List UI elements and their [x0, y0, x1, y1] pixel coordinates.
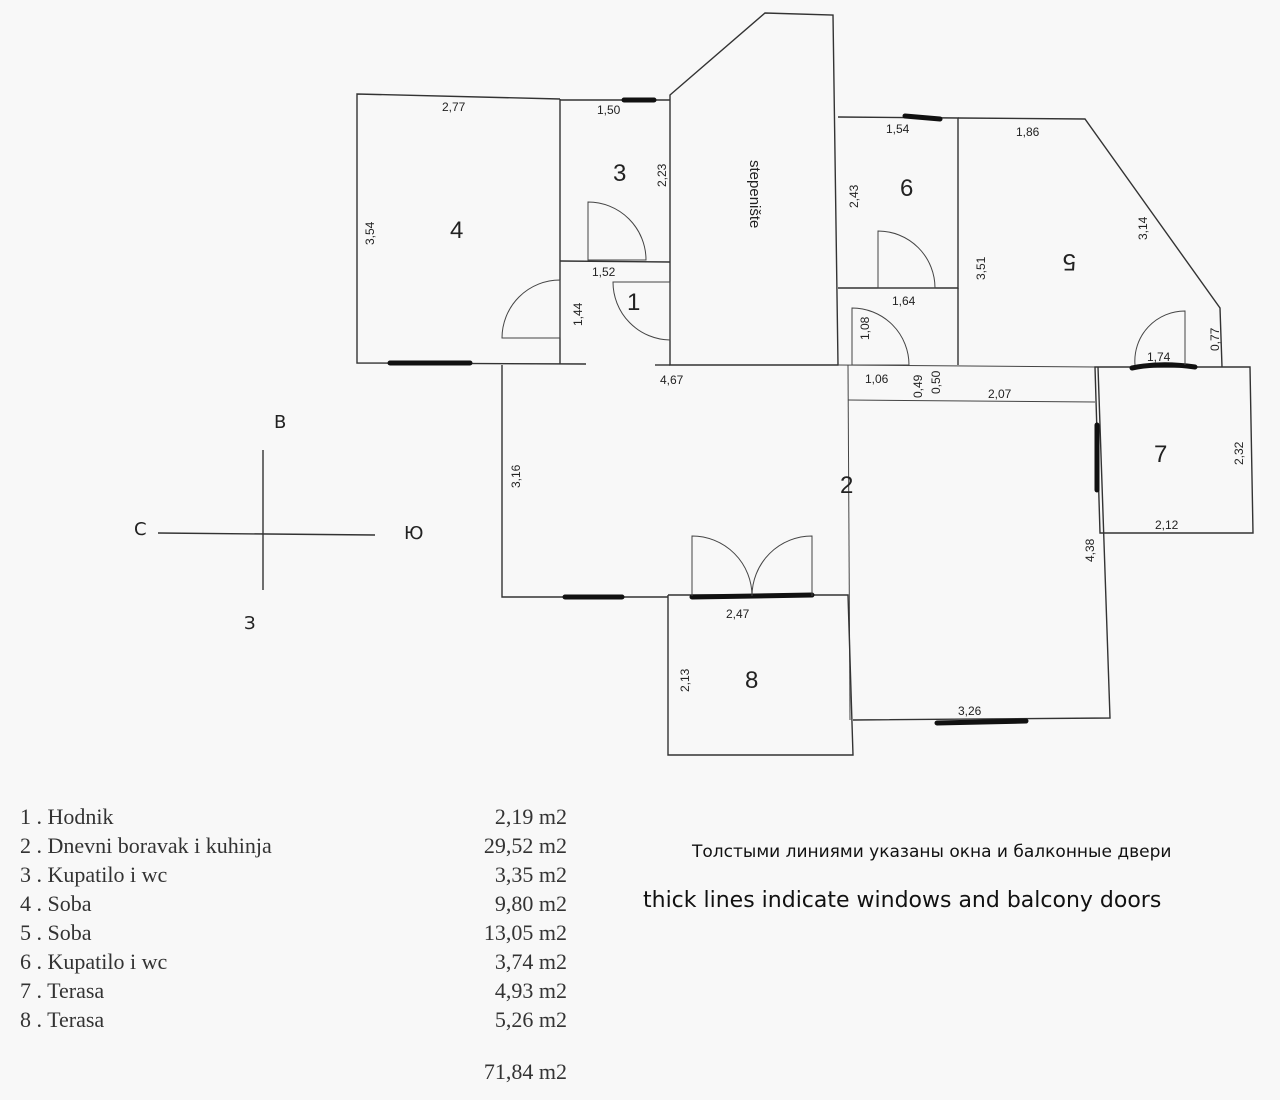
room-1-number: 1: [627, 289, 640, 316]
compass-north: В: [274, 412, 286, 433]
legend-row: 1 . Hodnik 2,19 m2: [20, 802, 567, 831]
room-4-number: 4: [450, 217, 463, 244]
door-room-5: [1134, 310, 1186, 366]
dim: 1,74: [1147, 350, 1171, 364]
dim: 3,54: [363, 221, 377, 245]
room-area: 3,35 m2: [494, 862, 567, 887]
compass: В С Ю З: [134, 412, 423, 634]
room-2-left: [501, 365, 668, 598]
area-legend: 1 . Hodnik 2,19 m2 2 . Dnevni boravak i k…: [20, 802, 567, 1086]
room-name: 8 . Terasa: [20, 1007, 105, 1032]
compass-south: З: [244, 613, 256, 634]
dim: 2,07: [988, 387, 1012, 401]
room-name: 6 . Kupatilo i wc: [20, 949, 168, 974]
room-8-number: 8: [745, 667, 758, 694]
room-7-outline: [1094, 366, 1254, 534]
room-name: 3 . Kupatilo i wc: [20, 862, 168, 887]
dim: 2,23: [655, 163, 669, 187]
dim: 4,38: [1083, 538, 1097, 562]
door-room-3: [587, 201, 647, 261]
dim: 1,86: [1016, 125, 1040, 139]
room-4-outline: [356, 93, 587, 365]
room-name: 7 . Terasa: [20, 978, 105, 1003]
room-8-outline: [667, 594, 854, 756]
window: [1129, 362, 1198, 371]
room-area: 2,19 m2: [494, 804, 567, 829]
legend-total-row: 71,84 m2: [20, 1057, 567, 1086]
dim: 1,08: [858, 316, 872, 340]
dim: 1,64: [892, 294, 916, 308]
walls: [356, 12, 1254, 756]
door-hall: [612, 281, 671, 341]
dim: 1,44: [571, 302, 585, 326]
compass-east: Ю: [404, 523, 423, 544]
room-name: 5 . Soba: [20, 920, 92, 945]
room-area: 3,74 m2: [494, 949, 567, 974]
door-room-4: [501, 279, 561, 339]
dim: 2,32: [1232, 441, 1246, 465]
dim: 0,77: [1208, 327, 1222, 351]
compass-west: С: [134, 519, 147, 540]
legend-row: 7 . Terasa 4,93 m2: [20, 976, 567, 1005]
legend-row: 6 . Kupatilo i wc 3,74 m2: [20, 947, 567, 976]
dim: 4,67: [660, 373, 684, 387]
dim: 1,54: [886, 122, 910, 136]
room-5-outline: [957, 117, 1223, 368]
dim: 3,26: [958, 704, 982, 718]
note-russian: Толстыми линиями указаны окна и балконны…: [692, 842, 1172, 862]
dim: 0,50: [929, 370, 943, 394]
legend-row: 4 . Soba 9,80 m2: [20, 889, 567, 918]
dim: 2,13: [678, 668, 692, 692]
room-area: 29,52 m2: [483, 833, 567, 858]
dim: 1,50: [597, 103, 621, 117]
note-english: thick lines indicate windows and balcony…: [643, 888, 1162, 913]
window: [934, 718, 1029, 726]
doors: [501, 201, 1186, 597]
room-area: 5,26 m2: [494, 1007, 567, 1032]
dim: 1,52: [592, 265, 616, 279]
room-7-number: 7: [1154, 441, 1167, 468]
legend-row: 8 . Terasa 5,26 m2: [20, 1005, 567, 1034]
dim: 0,49: [911, 374, 925, 398]
room-name: 4 . Soba: [20, 891, 92, 916]
dim: 3,14: [1136, 216, 1150, 240]
dim: 1,06: [865, 372, 889, 386]
legend-row: 2 . Dnevni boravak i kuhinja 29,52 m2: [20, 831, 567, 860]
door-small-room: [851, 307, 910, 366]
room-name: 1 . Hodnik: [20, 804, 114, 829]
room-2-number: 2: [840, 472, 853, 499]
room-2-right: [852, 366, 1111, 721]
windows: [387, 97, 1198, 726]
dimensions: 2,77 1,50 2,23 3,54 1,52 1,44 1,54 1,86 …: [363, 100, 1246, 718]
wall-3-1: [559, 260, 671, 263]
dim: 2,47: [726, 607, 750, 621]
door-room-6: [877, 230, 936, 289]
room-3-number: 3: [613, 160, 626, 187]
room-name: 2 . Dnevni boravak i kuhinja: [20, 833, 272, 858]
room-6-number: 6: [900, 175, 913, 202]
compass-horizontal: [157, 532, 376, 536]
room-5-number: 5: [1063, 248, 1076, 275]
room-area: 13,05 m2: [483, 920, 567, 945]
corridor-bottom: [847, 399, 1096, 403]
window: [902, 113, 943, 122]
door-balcony-8: [691, 535, 813, 597]
dim: 3,51: [974, 256, 988, 280]
total-area: 71,84 m2: [483, 1059, 567, 1084]
room-area: 9,80 m2: [494, 891, 567, 916]
dim: 2,12: [1155, 518, 1179, 532]
legend-row: 3 . Kupatilo i wc 3,35 m2: [20, 860, 567, 889]
dim: 2,77: [442, 100, 466, 114]
dim: 2,43: [847, 184, 861, 208]
dim: 3,16: [509, 464, 523, 488]
staircase-label: stepenište: [746, 160, 763, 228]
legend-row: 5 . Soba 13,05 m2: [20, 918, 567, 947]
room-area: 4,93 m2: [494, 978, 567, 1003]
